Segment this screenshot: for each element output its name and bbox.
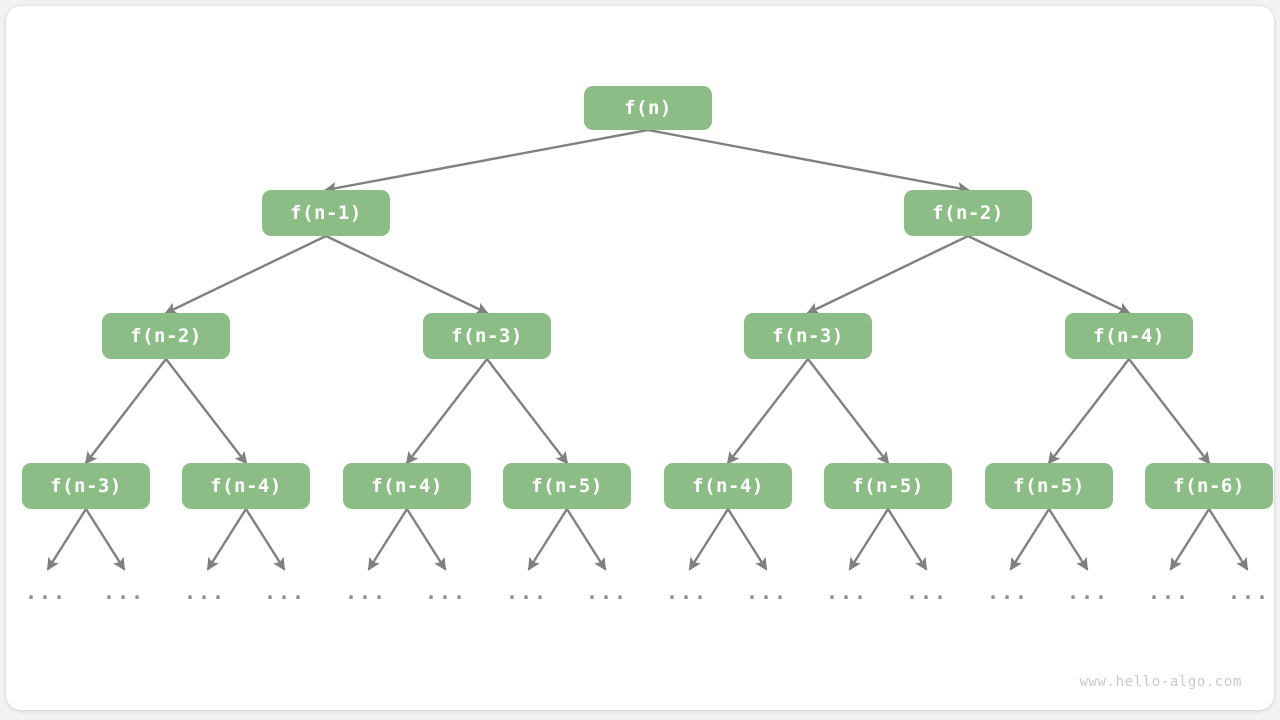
ellipsis-marker: ... xyxy=(745,580,789,604)
tree-node[interactable]: f(n) xyxy=(584,86,712,130)
tree-node[interactable]: f(n-1) xyxy=(262,190,390,236)
tree-edge xyxy=(367,507,409,571)
tree-edge xyxy=(84,507,126,571)
tree-edge xyxy=(46,507,88,571)
tree-edge xyxy=(527,507,569,571)
tree-edge xyxy=(565,507,607,571)
watermark: www.hello-algo.com xyxy=(1079,674,1242,690)
ellipsis-marker: ... xyxy=(1147,580,1191,604)
ellipsis-marker: ... xyxy=(424,580,468,604)
tree-edge xyxy=(485,357,569,465)
tree-edge xyxy=(726,357,810,465)
tree-edge xyxy=(688,507,730,571)
tree-node[interactable]: f(n-5) xyxy=(985,463,1113,509)
tree-edge xyxy=(966,234,1131,315)
tree-node[interactable]: f(n-6) xyxy=(1145,463,1273,509)
tree-node[interactable]: f(n-4) xyxy=(664,463,792,509)
tree-edge xyxy=(646,128,970,195)
ellipsis-marker: ... xyxy=(505,580,549,604)
ellipsis-marker: ... xyxy=(905,580,949,604)
tree-edge xyxy=(1127,357,1211,465)
tree-node[interactable]: f(n-2) xyxy=(904,190,1032,236)
tree-edge xyxy=(806,357,890,465)
tree-node[interactable]: f(n-5) xyxy=(503,463,631,509)
tree-node[interactable]: f(n-2) xyxy=(102,313,230,359)
tree-edge xyxy=(1047,357,1131,465)
ellipsis-marker: ... xyxy=(665,580,709,604)
tree-node[interactable]: f(n-4) xyxy=(182,463,310,509)
ellipsis-marker: ... xyxy=(986,580,1030,604)
tree-edge xyxy=(84,357,168,465)
tree-edge xyxy=(1207,507,1249,571)
tree-edge xyxy=(405,507,447,571)
tree-node[interactable]: f(n-3) xyxy=(744,313,872,359)
tree-edge xyxy=(1009,507,1051,571)
ellipsis-marker: ... xyxy=(1227,580,1271,604)
ellipsis-marker: ... xyxy=(263,580,307,604)
ellipsis-marker: ... xyxy=(585,580,629,604)
tree-edge xyxy=(324,128,650,195)
ellipsis-marker: ... xyxy=(825,580,869,604)
ellipsis-marker: ... xyxy=(1066,580,1110,604)
tree-node[interactable]: f(n-3) xyxy=(22,463,150,509)
tree-node[interactable]: f(n-5) xyxy=(824,463,952,509)
tree-edge xyxy=(726,507,768,571)
tree-edge xyxy=(886,507,928,571)
tree-node[interactable]: f(n-3) xyxy=(423,313,551,359)
tree-edge xyxy=(244,507,286,571)
tree-edge xyxy=(848,507,890,571)
diagram-card: f(n) f(n-1) f(n-2) f(n-2) f(n-3) f(n-3) f(n-4)… xyxy=(6,6,1274,710)
tree-edge xyxy=(806,234,970,315)
tree-edge xyxy=(164,234,328,315)
ellipsis-marker: ... xyxy=(183,580,227,604)
tree-node[interactable]: f(n-4) xyxy=(1065,313,1193,359)
tree-edge xyxy=(324,234,489,315)
tree-edge xyxy=(1047,507,1089,571)
tree-edge xyxy=(405,357,489,465)
tree-edge xyxy=(1169,507,1211,571)
tree-node[interactable]: f(n-4) xyxy=(343,463,471,509)
ellipsis-marker: ... xyxy=(344,580,388,604)
tree-edge xyxy=(164,357,248,465)
ellipsis-marker: ... xyxy=(102,580,146,604)
tree-edge xyxy=(206,507,248,571)
ellipsis-marker: ... xyxy=(24,580,68,604)
